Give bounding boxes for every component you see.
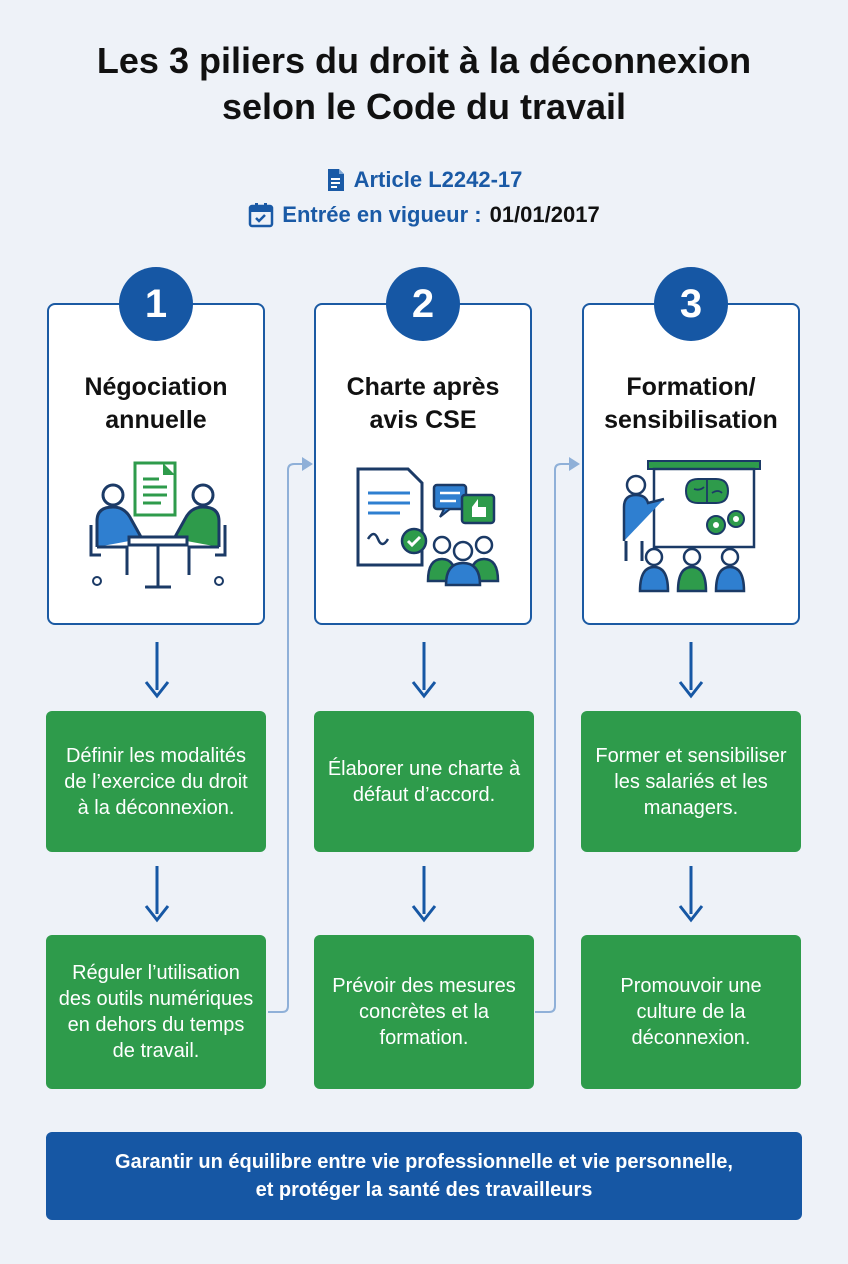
title-line-1: Les 3 piliers du droit à la déconnexion	[96, 40, 752, 81]
pillar-number-1: 1	[119, 267, 193, 341]
article-label: Article L2242-17	[353, 167, 523, 192]
goal-line-1: Garantir un équilibre entre vie professi…	[115, 1151, 733, 1173]
calendar-icon	[249, 203, 274, 228]
goal-line-2: et protéger la santé des travailleurs	[255, 1179, 593, 1201]
page-title: Les 3 piliers du droit à la déconnexion …	[0, 38, 848, 130]
pillar-title-2-line-1: Charte après	[346, 373, 500, 401]
pillar-2-step-2: Prévoir des mesures concrètes et la form…	[314, 935, 534, 1089]
article-reference: Article L2242-17	[0, 166, 848, 194]
pillar-card-3: Formation/ sensibilisation	[582, 303, 800, 625]
down-arrow-icon	[144, 642, 170, 699]
down-arrow-icon	[678, 866, 704, 923]
pillar-title-2: Charte après avis CSE	[316, 371, 530, 437]
meeting-icon	[89, 461, 227, 589]
pillar-title-2-line-2: avis CSE	[369, 406, 477, 434]
connector-arrowhead-1	[302, 457, 313, 471]
pillar-title-1: Négociation annuelle	[49, 371, 263, 437]
pillar-title-3: Formation/ sensibilisation	[584, 371, 798, 437]
connector-2-to-3	[535, 463, 571, 1013]
connector-arrowhead-2	[569, 457, 580, 471]
training-icon	[622, 460, 761, 593]
pillar-card-2: Charte après avis CSE	[314, 303, 532, 625]
down-arrow-icon	[144, 866, 170, 923]
down-arrow-icon	[678, 642, 704, 699]
goal-banner: Garantir un équilibre entre vie professi…	[46, 1132, 802, 1220]
pillar-title-1-line-2: annuelle	[105, 406, 207, 434]
date-value: 01/01/2017	[489, 202, 600, 227]
pillar-title-3-line-2: sensibilisation	[604, 406, 778, 434]
pillar-title-1-line-1: Négociation	[84, 373, 228, 401]
pillar-3-step-1: Former et sensibiliser les salariés et l…	[581, 711, 801, 852]
date-label: Entrée en vigueur :	[282, 202, 482, 227]
effective-date: Entrée en vigueur : 01/01/2017	[0, 201, 848, 229]
pillar-1-step-2: Réguler l’utilisation des outils numériq…	[46, 935, 266, 1089]
connector-1-to-2	[268, 463, 304, 1013]
pillar-card-1: Négociation annuelle	[47, 303, 265, 625]
pillar-2-step-1: Élaborer une charte à défaut d’accord.	[314, 711, 534, 852]
down-arrow-icon	[411, 866, 437, 923]
down-arrow-icon	[411, 642, 437, 699]
pillar-1-step-1: Définir les modalités de l’exercice du d…	[46, 711, 266, 852]
charter-feedback-icon	[356, 467, 500, 587]
pillar-3-step-2: Promouvoir une culture de la déconnexion…	[581, 935, 801, 1089]
title-line-2: selon le Code du travail	[221, 86, 627, 127]
pillar-number-2: 2	[386, 267, 460, 341]
pillar-title-3-line-1: Formation/	[626, 373, 756, 401]
pillar-number-3: 3	[654, 267, 728, 341]
document-icon	[327, 169, 344, 191]
